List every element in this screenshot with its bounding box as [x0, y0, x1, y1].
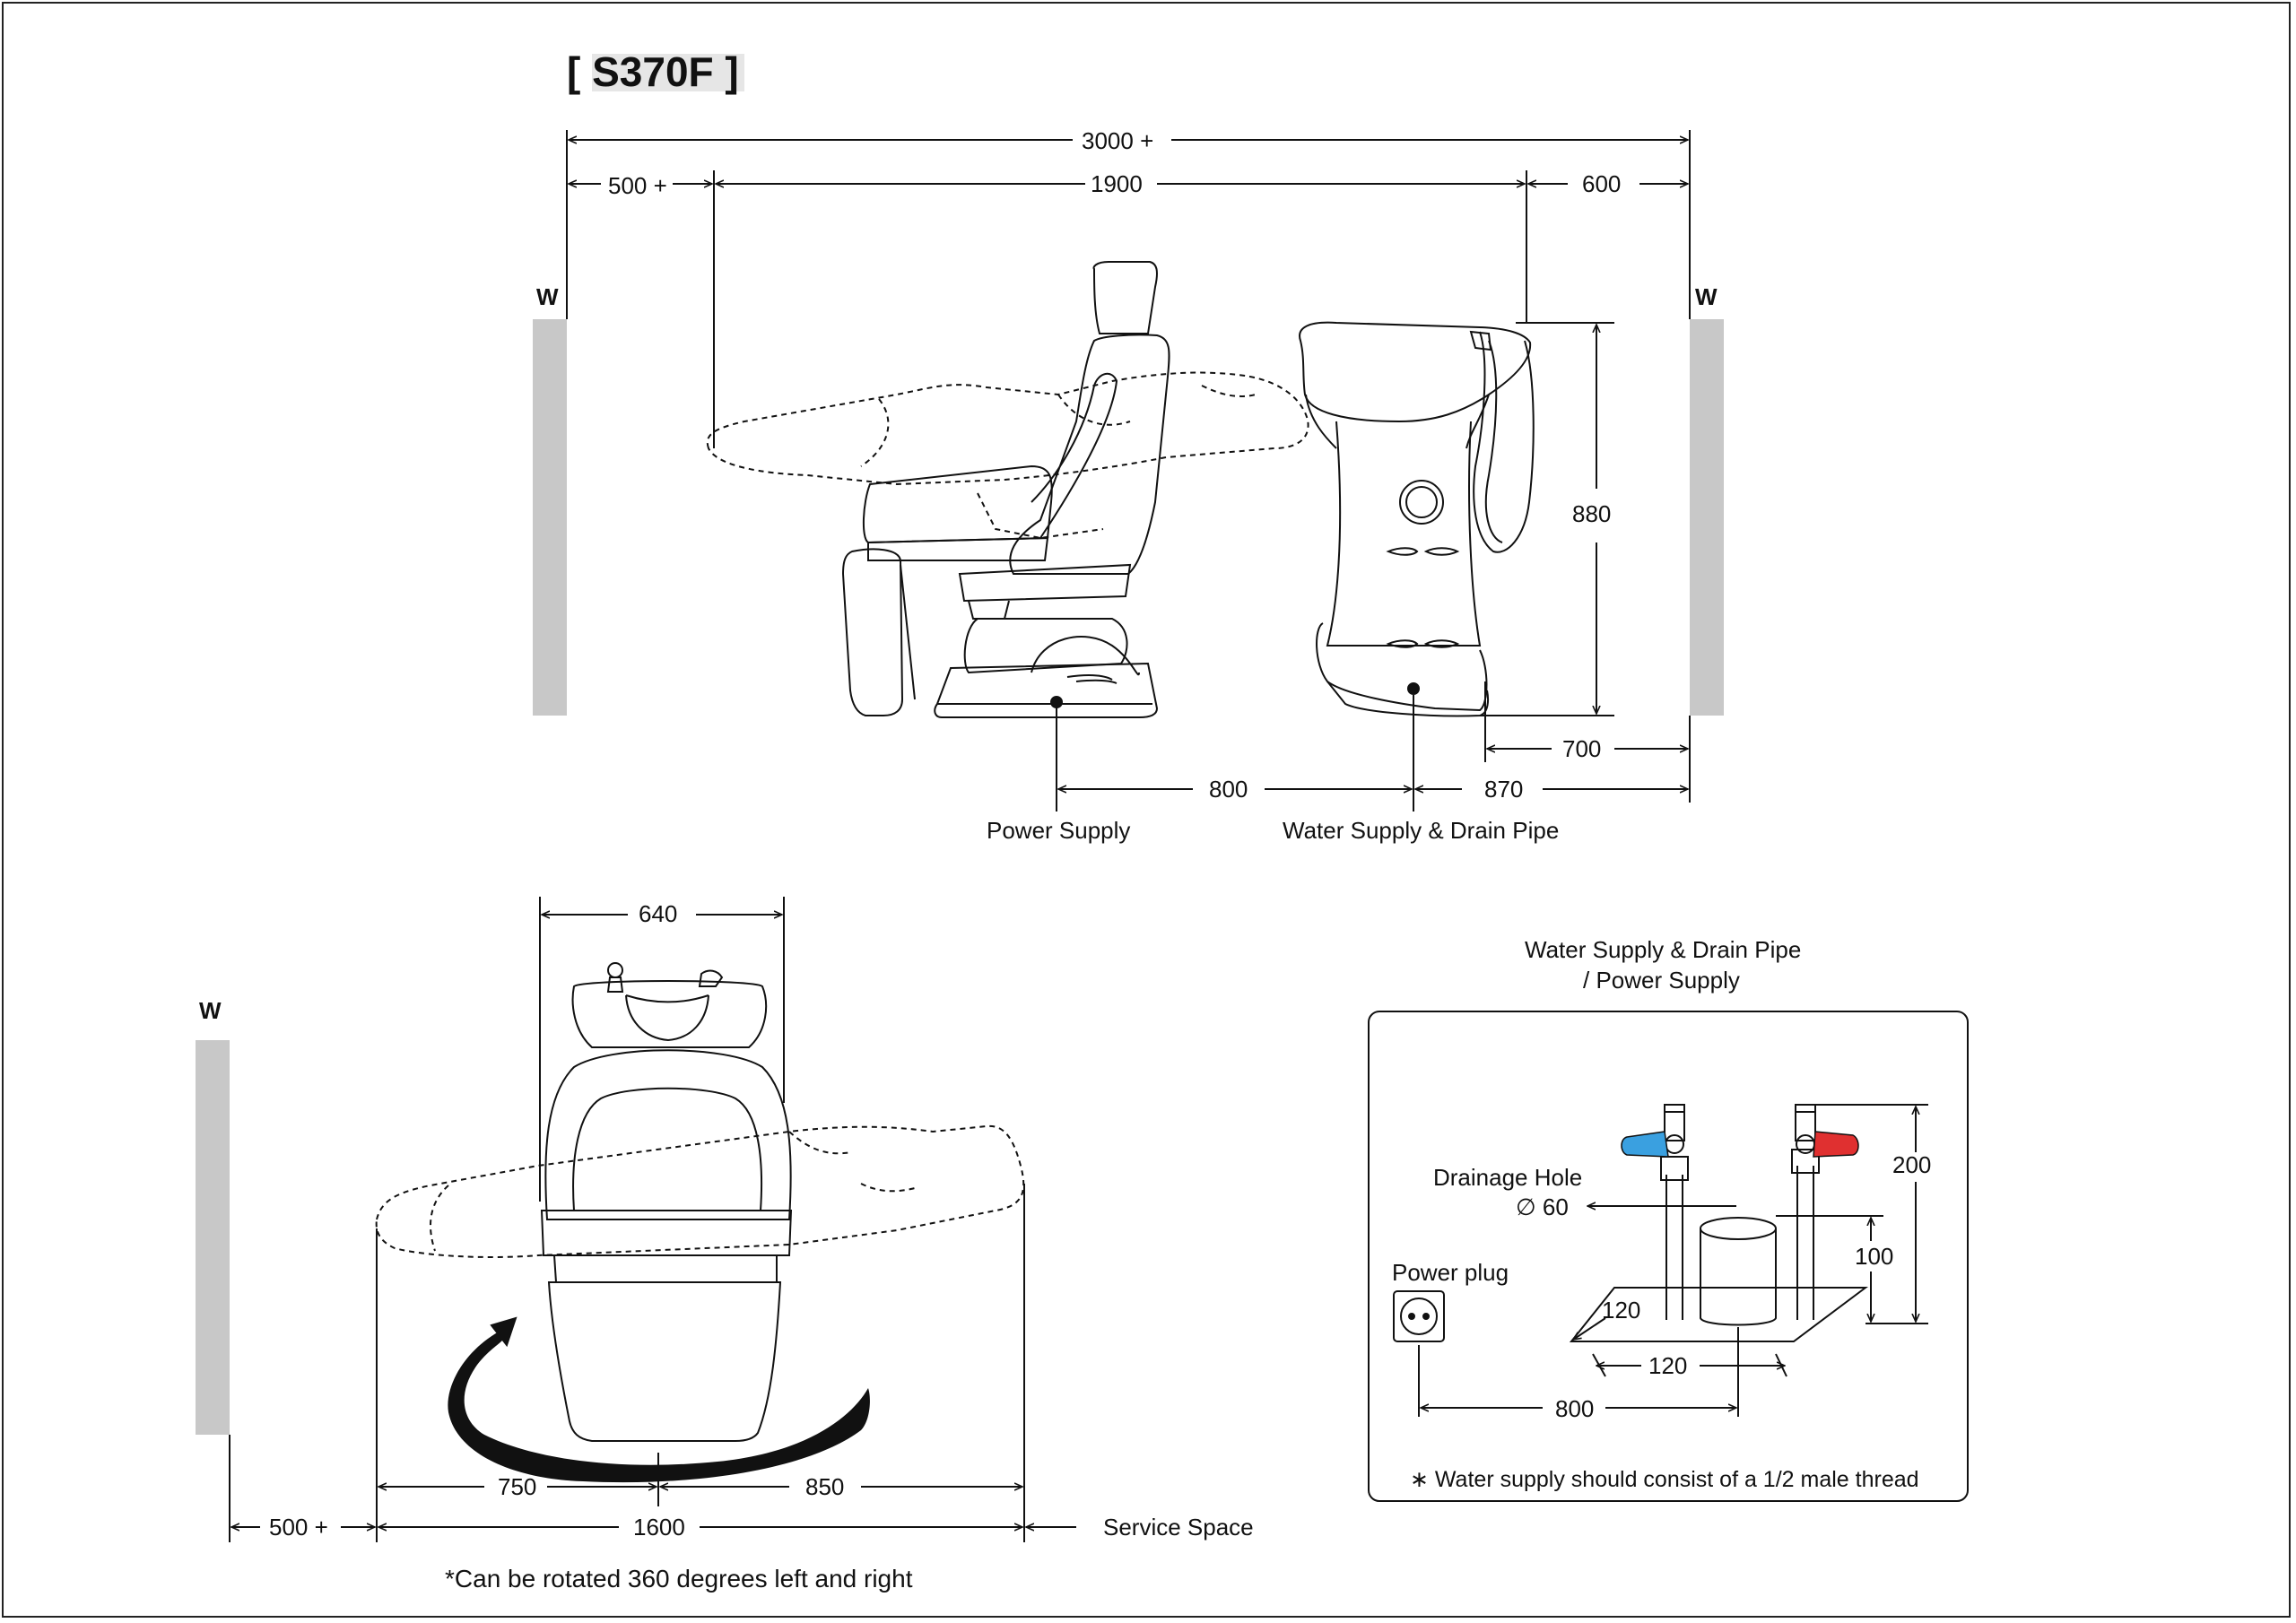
note-thread: ∗ Water supply should consist of a 1/2 m… — [1410, 1467, 1919, 1492]
dim-depth: 120 — [1602, 1297, 1640, 1324]
side-view — [533, 130, 1724, 812]
label-water-supply: Water Supply & Drain Pipe — [1283, 817, 1559, 844]
dim-spacing: 120 — [1648, 1352, 1687, 1379]
dim-rotation-total: 1600 — [633, 1514, 685, 1541]
label-drainage-hole: Drainage Hole — [1433, 1164, 1582, 1191]
note-rotation: *Can be rotated 360 degrees left and rig… — [445, 1565, 913, 1593]
wall-left — [533, 319, 567, 716]
dim-pipe-height: 200 — [1892, 1151, 1931, 1178]
dim-power-to-water: 800 — [1209, 776, 1248, 803]
dim-left-clearance: 500 + — [608, 172, 667, 199]
title-highlight — [592, 54, 744, 91]
detail-box — [1368, 1011, 1969, 1502]
dim-right-clearance: 600 — [1582, 170, 1621, 197]
hot-valve-icon — [1813, 1131, 1859, 1158]
detail-heading-line1: Water Supply & Drain Pipe — [1525, 936, 1801, 963]
dim-total-width: 3000 + — [1082, 127, 1153, 154]
dim-basin-to-wall: 700 — [1562, 735, 1601, 762]
wall-label-top: W — [199, 997, 222, 1024]
wall-label-right: W — [1695, 283, 1718, 310]
dim-unit-height: 880 — [1572, 500, 1611, 527]
dim-chair-length: 1900 — [1091, 170, 1143, 197]
dim-top-clearance: 500 + — [269, 1514, 328, 1541]
label-power-supply: Power Supply — [987, 817, 1130, 844]
rotation-arrow-icon — [448, 1325, 870, 1483]
label-drainage-size: ∅ 60 — [1516, 1193, 1569, 1220]
top-view — [196, 897, 1076, 1542]
dim-chair-width: 640 — [639, 900, 677, 927]
rotation-arrow-head-icon — [490, 1316, 517, 1348]
wall-top-view — [196, 1040, 230, 1435]
dim-power-offset: 800 — [1555, 1395, 1594, 1422]
label-service-space: Service Space — [1103, 1514, 1254, 1541]
wall-label-left: W — [536, 283, 559, 310]
detail-heading-line2: / Power Supply — [1583, 967, 1740, 994]
detail-diagram — [1393, 1104, 1928, 1417]
model-title: [ S370F ] — [567, 48, 739, 95]
wall-right — [1690, 319, 1724, 716]
dim-rotation-right: 850 — [805, 1473, 844, 1500]
dim-drain-height: 100 — [1855, 1243, 1893, 1270]
cold-valve-icon — [1621, 1131, 1669, 1158]
dim-water-to-wall: 870 — [1484, 776, 1523, 803]
label-power-plug: Power plug — [1392, 1259, 1509, 1286]
dim-rotation-left: 750 — [498, 1473, 536, 1500]
